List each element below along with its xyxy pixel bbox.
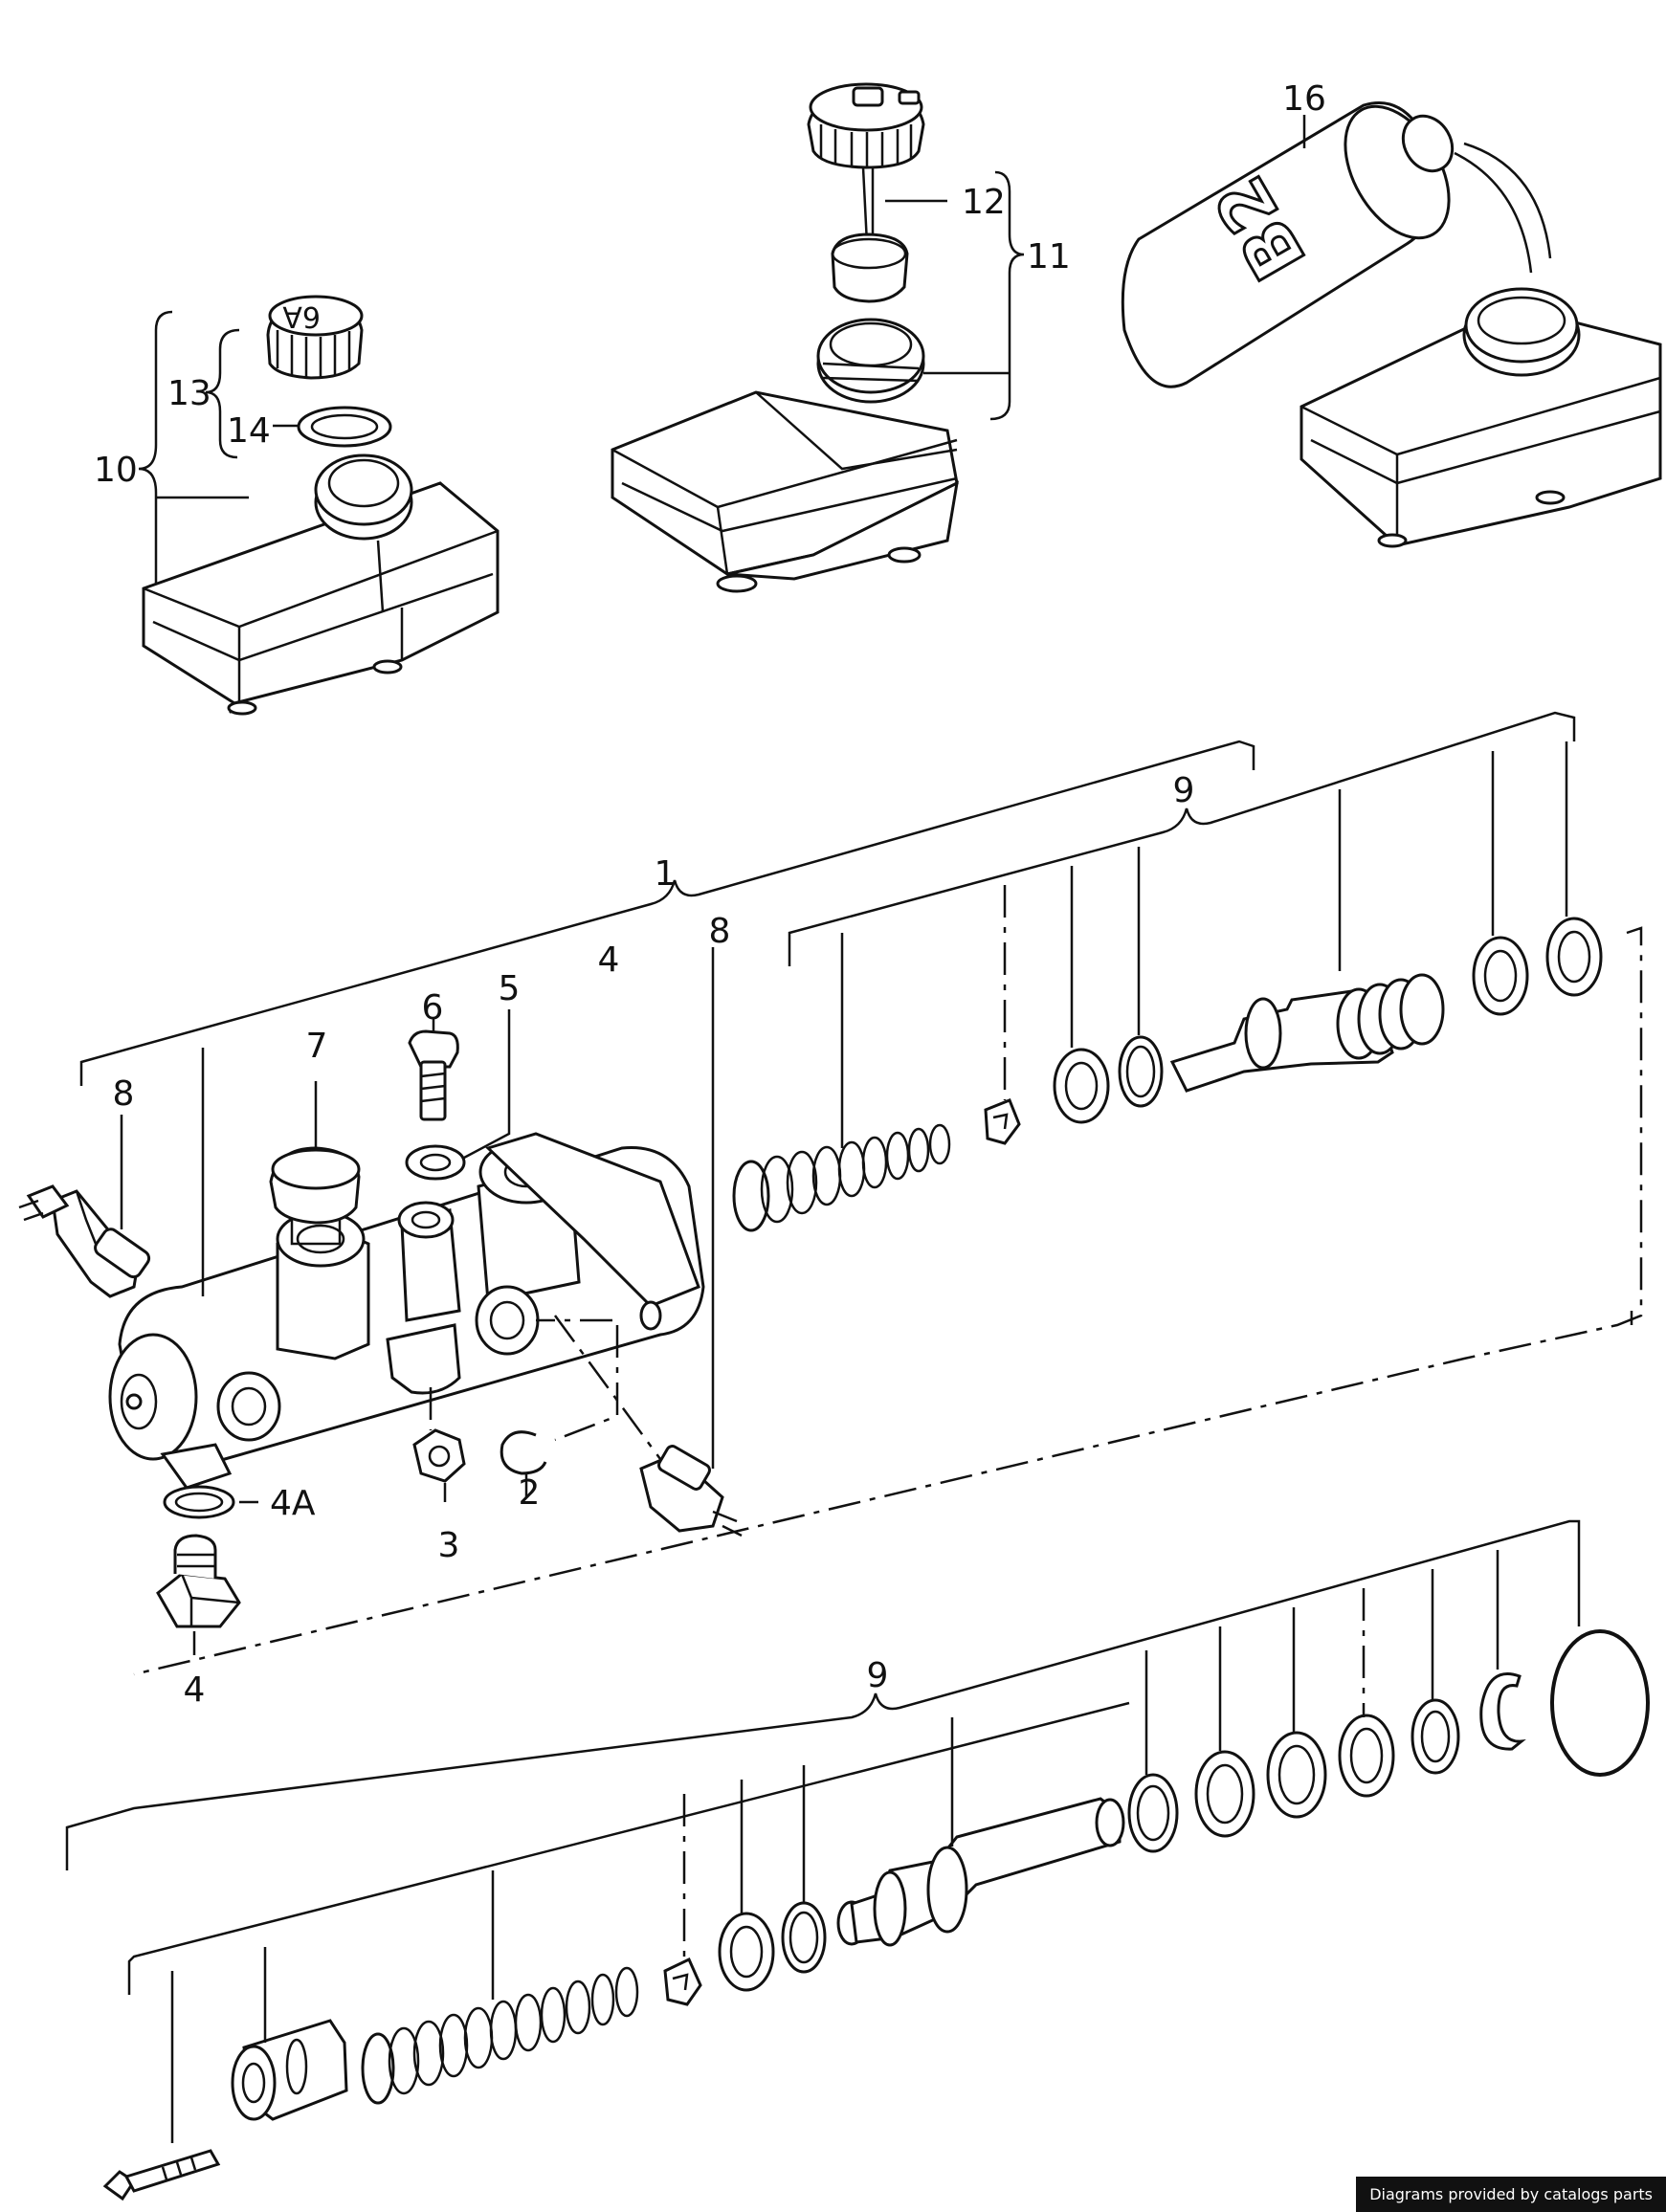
label-8-left: 8: [113, 1074, 135, 1114]
oring-bottom: [1550, 1629, 1650, 1777]
cup-seal-bottom-d: [1338, 1714, 1395, 1798]
seal-14: [297, 406, 392, 448]
bracket-11-12: [885, 170, 1025, 421]
label-3: 3: [438, 1526, 460, 1565]
spring-seat-top: [984, 1098, 1021, 1145]
spring-bottom: [361, 1966, 639, 2105]
bracket-9-top: [788, 711, 1576, 966]
label-4-top: 4: [598, 940, 620, 980]
piston-bottom: [836, 1797, 1125, 1947]
label-2: 2: [519, 1473, 541, 1513]
cap-plug-7: [269, 1146, 361, 1246]
bracket-9-bottom: [65, 1519, 1581, 1995]
bracket-10-13-14: [138, 310, 299, 584]
label-14: 14: [227, 411, 271, 451]
label-8-right: 8: [709, 912, 731, 951]
label-7: 7: [306, 1027, 328, 1066]
label-5: 5: [499, 969, 521, 1008]
label-4a: 4A: [270, 1484, 316, 1523]
label-9-bottom: 9: [867, 1656, 889, 1695]
label-6: 6: [422, 988, 444, 1028]
reservoir-11: [611, 318, 959, 593]
label-10: 10: [94, 451, 138, 490]
cup-seal-bottom-a: [718, 1912, 775, 1992]
cup-seal-top-c: [1545, 917, 1603, 997]
callout-labels: 1 2 3 4 4 4A 5 6 7 8 8 9 9 10 11 12 13 1…: [94, 79, 1326, 1710]
label-9-top: 9: [1173, 771, 1195, 810]
nut-3: [412, 1428, 466, 1483]
brake-fluid-bottle-16: B2: [1121, 101, 1552, 388]
plug-4: [156, 1534, 241, 1628]
screw-bottom: [102, 2149, 221, 2201]
bolt-6: [408, 1029, 459, 1121]
ring-top-a: [1118, 1035, 1164, 1108]
label-16: 16: [1282, 79, 1326, 119]
valve-bottom: [231, 2019, 348, 2121]
cup-seal-top-a: [1053, 1048, 1110, 1124]
cup-seal-top-b: [1472, 936, 1529, 1016]
piston-top: [1169, 973, 1445, 1093]
cap-12: [807, 82, 925, 303]
washer-5: [405, 1144, 466, 1181]
ring-bottom-b: [1127, 1773, 1179, 1853]
bracket-1: [79, 740, 1255, 1086]
svg-text:6A: 6A: [282, 299, 321, 333]
washer-4a: [163, 1485, 235, 1519]
reservoir-16: [1299, 287, 1662, 548]
label-12: 12: [962, 183, 1006, 222]
reservoir-10: [142, 453, 500, 716]
spring-top: [732, 1123, 951, 1232]
sensor-8-left: [18, 1184, 151, 1298]
label-1: 1: [655, 854, 677, 894]
ring-bottom-a: [781, 1901, 827, 1974]
circlip-bottom: [1479, 1671, 1526, 1751]
washer-2: [500, 1430, 547, 1475]
master-cylinder-body-1: [108, 1132, 705, 1490]
label-4-bottom: 4: [184, 1670, 206, 1710]
cap-13: 6A: [266, 295, 364, 380]
leader-lines: [120, 741, 1643, 2143]
label-13: 13: [167, 374, 211, 413]
credit-banner: Diagrams provided by catalogs parts: [1356, 2177, 1666, 2212]
cup-seal-bottom-c: [1266, 1731, 1327, 1819]
ring-bottom-c: [1411, 1698, 1460, 1775]
label-11: 11: [1027, 237, 1071, 276]
sensor-8-right: [639, 1445, 743, 1537]
spring-seat-bottom: [663, 1957, 702, 2006]
cup-seal-bottom-b: [1194, 1750, 1255, 1838]
